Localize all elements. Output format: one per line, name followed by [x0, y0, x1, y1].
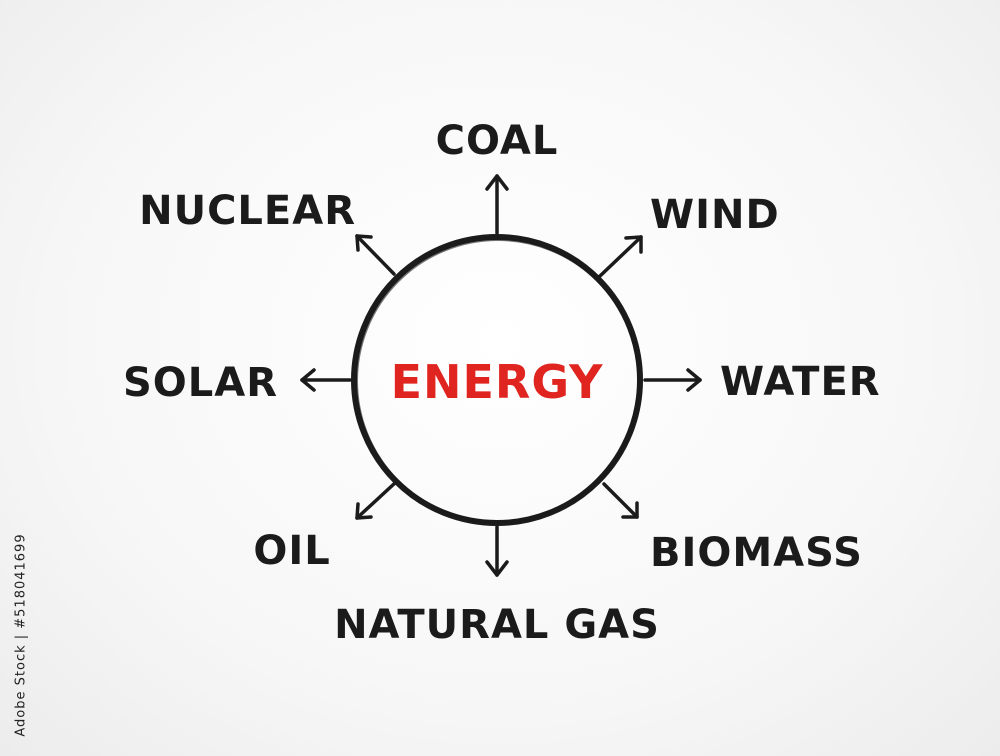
label-biomass: BIOMASS	[650, 530, 863, 576]
arrow-water	[643, 368, 702, 392]
arrow-natural-gas	[485, 525, 509, 577]
arrow-coal	[485, 174, 509, 235]
arrow-nuclear	[355, 234, 396, 276]
label-nuclear: NUCLEAR	[139, 188, 356, 234]
arrow-solar	[300, 368, 352, 392]
stock-watermark-id: Adobe Stock | #518041699	[6, 520, 36, 750]
label-oil: OIL	[253, 528, 330, 574]
arrow-biomass	[602, 482, 639, 519]
center-circle	[351, 234, 643, 526]
label-coal: COAL	[436, 118, 559, 164]
arrow-wind	[598, 235, 643, 278]
label-wind: WIND	[650, 192, 780, 238]
stock-id-text: Adobe Stock | #518041699	[13, 533, 29, 737]
label-water: WATER	[720, 359, 881, 405]
label-natural-gas: NATURAL GAS	[334, 602, 660, 648]
arrow-oil	[355, 481, 397, 520]
label-solar: SOLAR	[123, 360, 278, 406]
center-label: ENERGY	[391, 355, 604, 409]
center-circle-inner-stroke	[356, 239, 640, 523]
